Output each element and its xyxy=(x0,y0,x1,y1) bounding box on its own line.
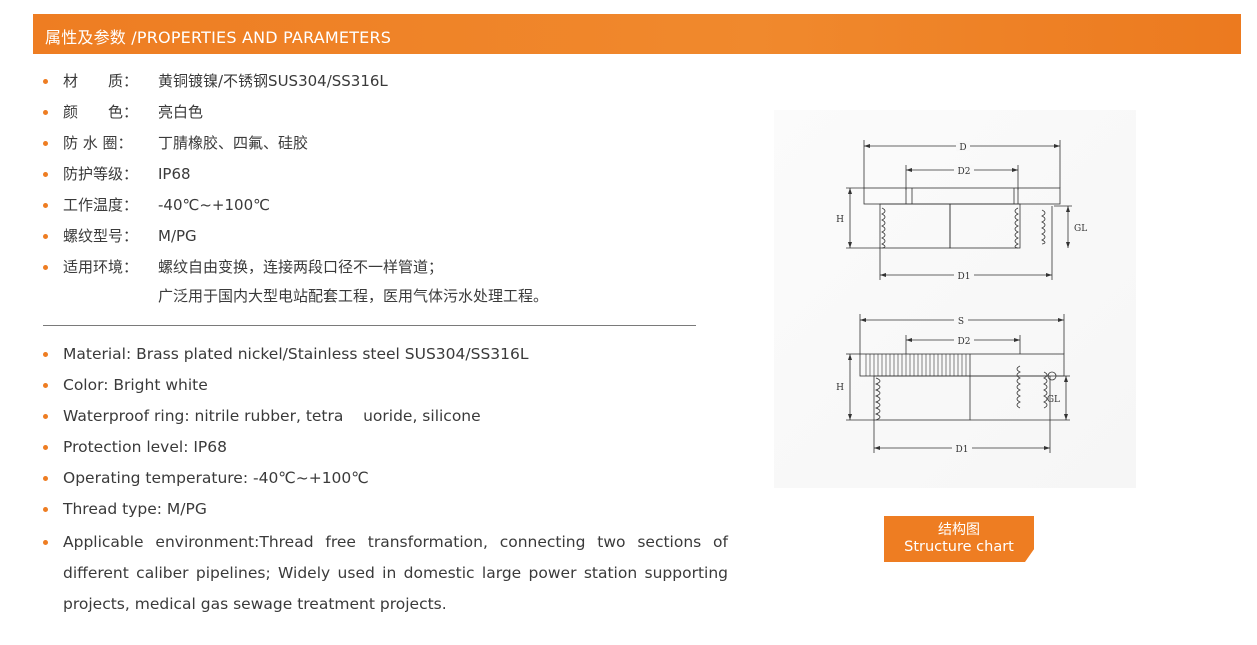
top-dim-d1-label: D1 xyxy=(958,272,971,282)
bullet-dot-icon xyxy=(43,507,48,512)
section-divider xyxy=(43,325,696,326)
bullet-dot-icon xyxy=(43,445,48,450)
cn-spec-label: 螺纹型号： xyxy=(63,227,139,245)
top-dim-d2-label: D2 xyxy=(958,167,971,177)
cn-spec-value: -40℃~+100℃ xyxy=(158,196,270,214)
en-spec-text: Waterproof ring: nitrile rubber, tetra u… xyxy=(63,407,481,425)
cn-spec-item-color: 颜 色： 亮白色 xyxy=(43,99,548,130)
cn-spec-value: 丁腈橡胶、四氟、硅胶 xyxy=(158,134,309,152)
cn-spec-label: 工作温度： xyxy=(63,196,139,214)
bullet-dot-icon xyxy=(43,234,48,239)
cn-spec-label: 防护等级： xyxy=(63,165,139,183)
en-spec-item-temperature: Operating temperature: -40℃~+100℃ xyxy=(43,465,728,496)
bullet-dot-icon xyxy=(43,476,48,481)
en-spec-text: Color: Bright white xyxy=(63,376,208,394)
bottom-dim-d1-label: D1 xyxy=(956,445,969,455)
en-spec-text: Material: Brass plated nickel/Stainless … xyxy=(63,345,529,363)
bullet-dot-icon xyxy=(43,352,48,357)
en-spec-list: Material: Brass plated nickel/Stainless … xyxy=(43,341,728,620)
en-spec-item-thread: Thread type: M/PG xyxy=(43,496,728,527)
bottom-fitting-drawing: S D2 xyxy=(836,314,1070,455)
cn-spec-value: IP68 xyxy=(158,165,191,183)
bullet-dot-icon xyxy=(43,383,48,388)
bullet-dot-icon xyxy=(43,172,48,177)
en-spec-item-environment: Applicable environment:Thread free trans… xyxy=(43,527,728,620)
cn-spec-list: 材 质： 黄铜镀镍/不锈钢SUS304/SS316L 颜 色： 亮白色 防 水 圈：… xyxy=(43,68,548,306)
badge-cn-label: 结构图 xyxy=(938,522,980,538)
bullet-dot-icon xyxy=(43,79,48,84)
bullet-dot-icon xyxy=(43,110,48,115)
cn-spec-item-environment: 适用环境： 螺纹自由变换，连接两段口径不一样管道； xyxy=(43,254,548,285)
top-dim-h-label: H xyxy=(836,215,844,225)
cn-spec-label: 材 质： xyxy=(63,72,139,90)
en-spec-item-color: Color: Bright white xyxy=(43,372,728,403)
bottom-dim-h-label: H xyxy=(836,383,844,393)
top-dim-gl-label: GL xyxy=(1074,224,1087,234)
top-dim-d-label: D xyxy=(959,143,966,153)
bullet-dot-icon xyxy=(43,141,48,146)
en-spec-item-material: Material: Brass plated nickel/Stainless … xyxy=(43,341,728,372)
cn-spec-item-thread: 螺纹型号： M/PG xyxy=(43,223,548,254)
cn-spec-value: 螺纹自由变换，连接两段口径不一样管道； xyxy=(158,258,444,276)
cn-spec-environment-continuation: 广泛用于国内大型电站配套工程，医用气体污水处理工程。 xyxy=(158,287,549,305)
structure-chart-badge: 结构图 Structure chart xyxy=(884,516,1034,562)
bullet-dot-icon xyxy=(43,540,48,545)
cn-spec-value: M/PG xyxy=(158,227,197,245)
section-title: 属性及参数 /PROPERTIES AND PARAMETERS xyxy=(45,28,392,47)
structure-diagram: D D2 xyxy=(836,140,1087,455)
cn-spec-value: 亮白色 xyxy=(158,103,204,121)
bullet-dot-icon xyxy=(43,265,48,270)
bullet-dot-icon xyxy=(43,414,48,419)
cn-spec-item-protection: 防护等级： IP68 xyxy=(43,161,548,192)
bullet-dot-icon xyxy=(43,203,48,208)
section-header-bar: 属性及参数 /PROPERTIES AND PARAMETERS xyxy=(33,14,1241,54)
structure-diagram-panel: D D2 xyxy=(774,110,1136,488)
cn-spec-value: 黄铜镀镍/不锈钢SUS304/SS316L xyxy=(158,72,388,90)
en-spec-text: Applicable environment:Thread free trans… xyxy=(63,533,728,613)
cn-spec-item-waterproof-ring: 防 水 圈： 丁腈橡胶、四氟、硅胶 xyxy=(43,130,548,161)
cn-spec-label: 适用环境： xyxy=(63,258,139,276)
en-spec-text: Thread type: M/PG xyxy=(63,500,207,518)
bottom-dim-gl-label: GL xyxy=(1047,395,1060,405)
cn-spec-item-temperature: 工作温度： -40℃~+100℃ xyxy=(43,192,548,223)
cn-spec-item-material: 材 质： 黄铜镀镍/不锈钢SUS304/SS316L xyxy=(43,68,548,99)
en-spec-item-waterproof-ring: Waterproof ring: nitrile rubber, tetra u… xyxy=(43,403,728,434)
cn-spec-label: 颜 色： xyxy=(63,103,139,121)
en-spec-text: Protection level: IP68 xyxy=(63,438,227,456)
en-spec-text: Operating temperature: -40℃~+100℃ xyxy=(63,469,369,487)
cn-spec-label: 防 水 圈： xyxy=(63,134,133,152)
badge-en-label: Structure chart xyxy=(904,539,1014,555)
en-spec-item-protection: Protection level: IP68 xyxy=(43,434,728,465)
bottom-dim-s-label: S xyxy=(958,317,964,327)
bottom-dim-d2-label: D2 xyxy=(958,337,971,347)
top-fitting-drawing: D D2 xyxy=(836,140,1087,282)
